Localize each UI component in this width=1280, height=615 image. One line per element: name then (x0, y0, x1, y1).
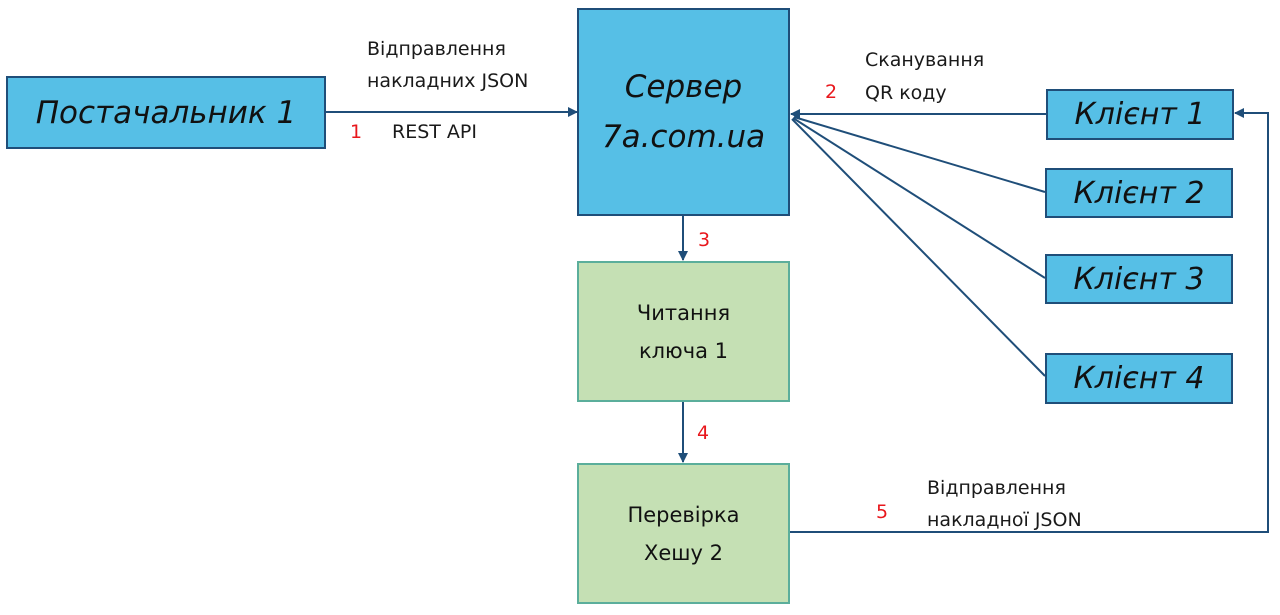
supplier-label: Постачальник 1 (35, 94, 297, 131)
client4-node[interactable]: Клієнт 4 (1045, 353, 1233, 404)
step5-number: 5 (876, 501, 889, 523)
step1-label-line2: накладних JSON (367, 70, 529, 92)
check-hash-label-line1: Перевірка (627, 502, 740, 527)
step1-label-line1: Відправлення (367, 38, 506, 60)
client4-label: Клієнт 4 (1073, 361, 1205, 396)
supplier-node[interactable]: Постачальник 1 (6, 76, 326, 149)
client1-node[interactable]: Клієнт 1 (1046, 89, 1234, 140)
step2-label-line1: Сканування (865, 49, 985, 71)
client2-label: Клієнт 2 (1073, 175, 1205, 211)
client3-node[interactable]: Клієнт 3 (1045, 254, 1233, 304)
check-hash-label-line2: Хешу 2 (644, 540, 723, 565)
server-node[interactable]: Сервер 7a.com.ua (577, 8, 790, 216)
step1-number: 1 (350, 121, 363, 143)
read-key-node[interactable]: Читання ключа 1 (577, 261, 790, 402)
check-hash-node[interactable]: Перевірка Хешу 2 (577, 463, 790, 604)
arrow-client3-to-server (792, 117, 1046, 279)
arrow-client2-to-server (793, 116, 1046, 193)
step5-label-line2: накладної JSON (927, 509, 1082, 531)
step2-label-line2: QR коду (865, 82, 947, 104)
server-label-line2: 7a.com.ua (601, 119, 766, 155)
arrow-client4-to-server (791, 118, 1046, 377)
step5-label-line1: Відправлення (927, 477, 1066, 499)
server-label-line1: Сервер (624, 69, 743, 105)
read-key-label-line2: ключа 1 (638, 338, 729, 363)
arrow-check-hash-to-client1 (789, 108, 1269, 533)
client2-node[interactable]: Клієнт 2 (1045, 168, 1233, 218)
step2-number: 2 (825, 81, 838, 103)
step1-label-line3: REST API (392, 121, 477, 143)
step4-number: 4 (697, 422, 710, 444)
step3-number: 3 (698, 229, 711, 251)
client1-label: Клієнт 1 (1074, 97, 1206, 132)
client3-label: Клієнт 3 (1073, 261, 1205, 297)
read-key-label-line1: Читання (636, 300, 731, 325)
